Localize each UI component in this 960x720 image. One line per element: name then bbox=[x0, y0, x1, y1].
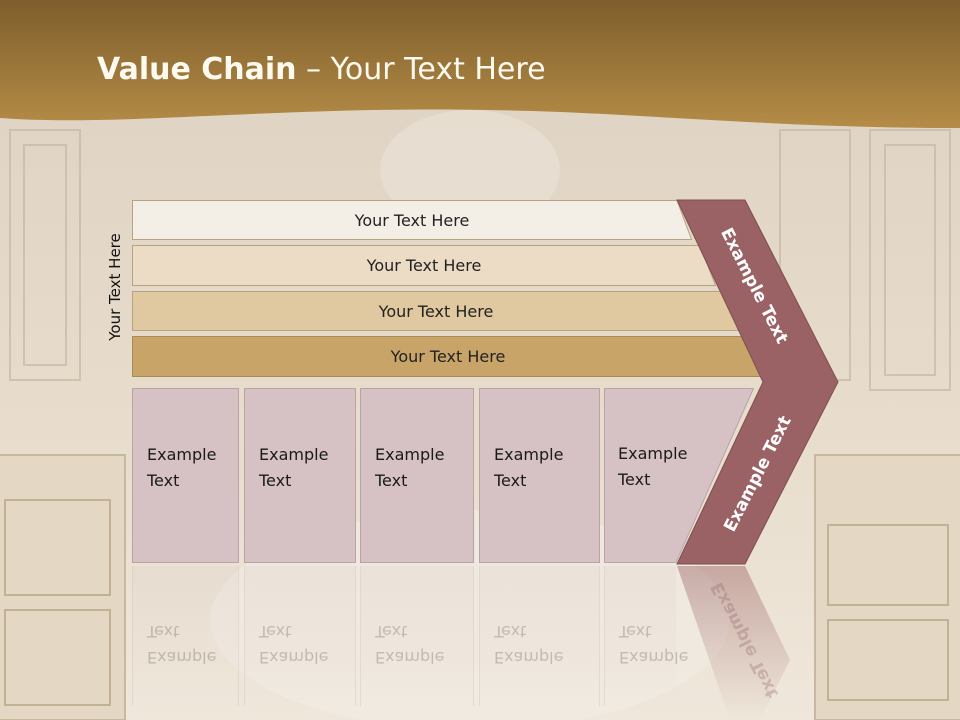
example-box-4: Example Text bbox=[479, 388, 600, 563]
bar-1: Your Text Here bbox=[132, 200, 692, 240]
box-5-shape bbox=[604, 388, 754, 563]
bar-2-label: Your Text Here bbox=[366, 256, 482, 275]
bar-3-label: Your Text Here bbox=[378, 301, 494, 321]
title-rest: – Your Text Here bbox=[296, 52, 546, 87]
bar-4: Your Text Here bbox=[132, 336, 764, 377]
bar-2: Your Text Here bbox=[132, 245, 716, 286]
page-title: Value Chain – Your Text Here bbox=[97, 52, 546, 87]
bar-4-label: Your Text Here bbox=[390, 347, 506, 366]
bar-1-label: Your Text Here bbox=[354, 210, 470, 230]
box-2-line2: Text bbox=[259, 471, 292, 490]
chevron-body bbox=[676, 199, 839, 565]
example-box-3: Example Text bbox=[360, 388, 474, 563]
bar-2-shape bbox=[132, 245, 716, 286]
bar-3: Your Text Here bbox=[132, 291, 740, 331]
box-5-line2: Text bbox=[618, 470, 651, 489]
box-2-line1: Example bbox=[259, 445, 329, 464]
box-1-line1: Example bbox=[147, 445, 217, 464]
example-box-1: Example Text bbox=[132, 388, 239, 563]
box-1-line2: Text bbox=[147, 471, 180, 490]
box-4-line2: Text bbox=[494, 471, 527, 490]
example-box-2: Example Text bbox=[244, 388, 356, 563]
chevron-reflection bbox=[677, 566, 790, 720]
box-3-line1: Example bbox=[375, 445, 445, 464]
box-4-line1: Example bbox=[494, 445, 564, 464]
bar-1-shape bbox=[132, 200, 692, 240]
example-box-5: Example Text bbox=[604, 388, 754, 563]
box-3-line2: Text bbox=[375, 471, 408, 490]
title-bold: Value Chain bbox=[97, 52, 297, 87]
box-5-line1: Example bbox=[618, 444, 688, 463]
